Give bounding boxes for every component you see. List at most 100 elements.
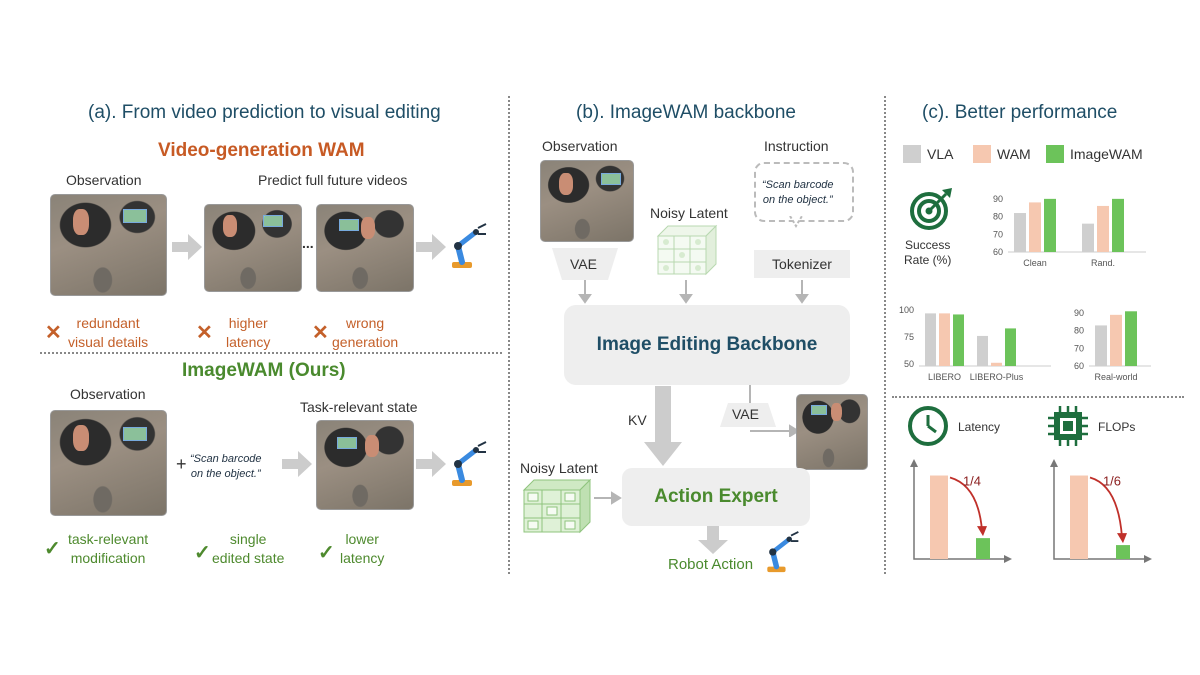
bar-imagewam <box>976 538 990 559</box>
axis-arrow-head <box>1004 555 1012 563</box>
reduction-arrow-head <box>977 526 987 537</box>
action-expert-box: Action Expert <box>622 468 810 526</box>
robot-arm-icon <box>767 531 799 573</box>
frames-ellipsis: ... <box>302 235 314 251</box>
axis-lines <box>1053 463 1148 560</box>
backbone-label: Image Editing Backbone <box>596 334 818 355</box>
kv-arrow <box>644 386 682 466</box>
kv-label: KV <box>628 412 647 428</box>
instruction-line: “Scan barcode <box>190 453 262 465</box>
robot-arm-icon <box>452 441 487 486</box>
video-wam-heading: Video-generation WAM <box>158 140 365 161</box>
clock-icon <box>908 406 948 446</box>
y-tick-label: 60 <box>993 247 1003 257</box>
pro-note-line: lower <box>345 531 379 547</box>
pro-note: task-relevant modification <box>68 530 148 568</box>
side-connector <box>749 385 800 437</box>
bar-imagewam <box>1005 328 1016 366</box>
connector-arrows <box>578 280 809 304</box>
y-tick-label: 75 <box>904 332 914 342</box>
bubble-tail <box>789 216 803 228</box>
y-tick-label: 90 <box>1074 308 1084 318</box>
panel-a-title: (a). From video prediction to visual edi… <box>88 102 441 123</box>
con-note-line: visual details <box>68 334 149 350</box>
con-note-line: generation <box>332 334 399 350</box>
bar-wam <box>939 313 950 366</box>
con-note: higher latency <box>226 314 270 352</box>
bar-vla <box>1095 325 1107 366</box>
con-note-line: wrong <box>346 315 385 331</box>
cross-icon: ✕ <box>196 322 213 344</box>
divider-b-c <box>884 96 886 574</box>
action-expert-label: Action Expert <box>654 486 778 507</box>
predicted-state-image <box>796 394 868 470</box>
bar-imagewam <box>1125 311 1137 366</box>
pro-note-line: latency <box>340 550 385 566</box>
reduction-arrow <box>949 476 983 531</box>
bar-imagewam <box>1044 198 1056 252</box>
vae-encoder-shape <box>552 248 618 280</box>
bar-wam <box>1097 205 1109 252</box>
bar-vla <box>977 335 988 366</box>
legend-label-vla: VLA <box>927 146 954 162</box>
instruction-line: on the object.” <box>762 194 833 206</box>
predict-label: Predict full future videos <box>258 172 408 188</box>
instruction-line: on the object.” <box>190 468 261 480</box>
instruction-text: “Scan barcode on the object.” <box>762 178 834 208</box>
tokenizer-box: Tokenizer <box>754 250 850 278</box>
arrow-icon <box>282 451 312 477</box>
observation-image <box>50 410 167 516</box>
chip-icon <box>1048 406 1088 446</box>
bar-vla <box>1082 223 1094 252</box>
reduction-arrow-head <box>1117 533 1127 544</box>
imagewam-observation-label: Observation <box>70 386 146 402</box>
flops-chart: 1/6 <box>1050 459 1152 563</box>
legend-swatch-imagewam <box>1046 145 1064 163</box>
cross-icon: ✕ <box>312 322 329 344</box>
panel-c-title: (c). Better performance <box>922 102 1118 123</box>
bar-wam <box>930 475 948 559</box>
target-icon <box>910 188 952 230</box>
x-tick-label: Rand. <box>1091 258 1115 268</box>
y-tick-label: 70 <box>1074 343 1084 353</box>
future-frame-image <box>316 204 414 292</box>
flops-label: FLOPs <box>1098 420 1136 434</box>
cross-icon: ✕ <box>45 322 62 344</box>
reduction-arrow <box>1089 476 1123 538</box>
observation-image <box>540 160 634 242</box>
plus-sign: + <box>176 454 187 474</box>
arrow-icon <box>172 234 202 260</box>
noisy-latent-cube-icon <box>656 224 718 276</box>
divider-c-horizontal <box>892 396 1184 398</box>
instruction-label: Instruction <box>764 138 829 154</box>
imagewam-heading: ImageWAM (Ours) <box>182 360 346 381</box>
y-tick-label: 50 <box>904 359 914 369</box>
tokenizer-label: Tokenizer <box>772 256 832 272</box>
success-rate-label: Success Rate (%) <box>904 238 951 268</box>
pro-note-line: edited state <box>212 550 285 566</box>
action-output-arrow <box>698 526 728 554</box>
y-tick-label: 80 <box>1074 326 1084 336</box>
robot-arm-icon <box>452 223 487 268</box>
legend-label-imagewam: ImageWAM <box>1070 146 1143 162</box>
check-icon: ✓ <box>44 538 61 560</box>
reduction-ratio-label: 1/6 <box>1103 474 1121 489</box>
image-editing-backbone-box: Image Editing Backbone <box>564 305 850 385</box>
legend-label-wam: WAM <box>997 146 1031 162</box>
axis-arrow-head <box>1144 555 1152 563</box>
con-note: wrong generation <box>332 314 398 352</box>
arrow-icon <box>416 451 446 477</box>
bar-vla <box>925 313 936 366</box>
pro-note: single edited state <box>212 530 284 568</box>
y-tick-label: 90 <box>993 194 1003 204</box>
latency-chart: 1/4 <box>910 459 1012 563</box>
x-tick-label: LIBERO <box>928 372 961 382</box>
y-tick-label: 100 <box>899 305 914 315</box>
x-tick-label: Clean <box>1023 258 1047 268</box>
reduction-ratio-label: 1/4 <box>963 474 981 489</box>
axis-arrow-head <box>910 459 918 467</box>
future-frame-image <box>204 204 302 292</box>
